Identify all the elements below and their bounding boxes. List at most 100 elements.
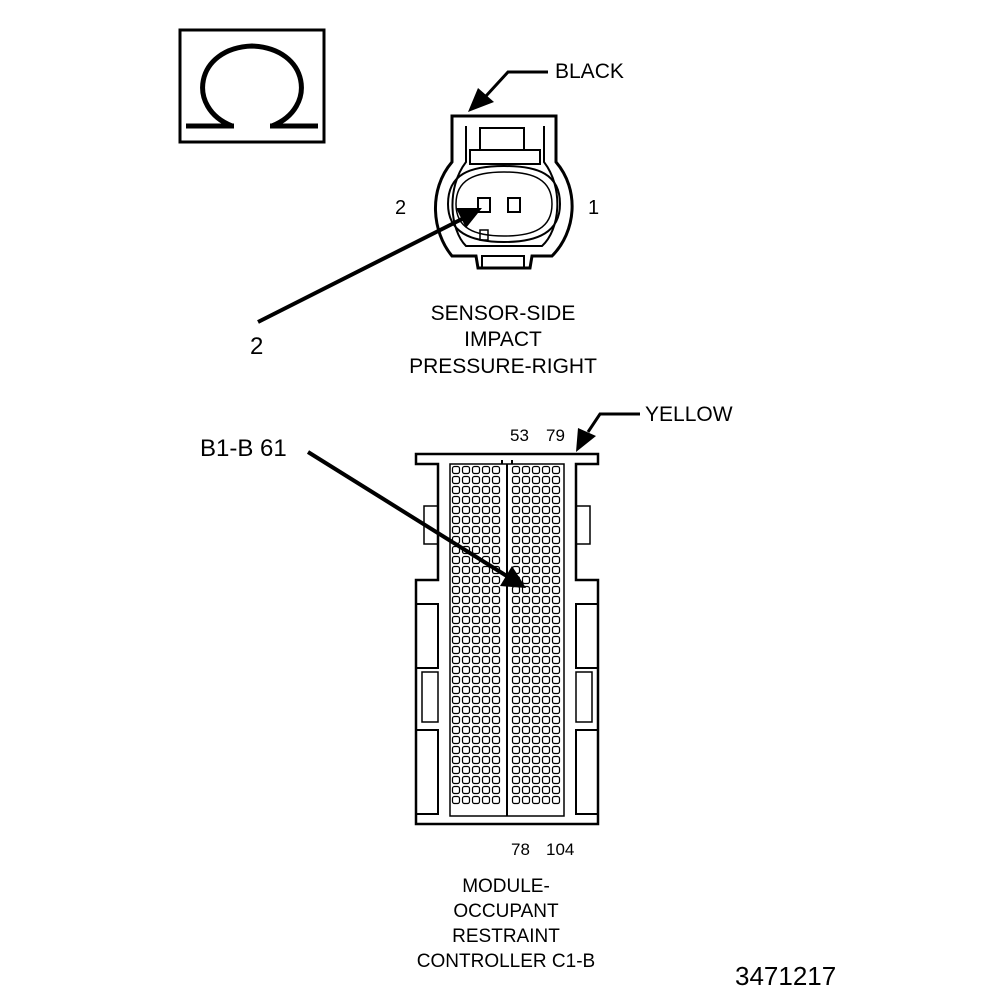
pin-cavity bbox=[491, 785, 501, 795]
pin-cavity bbox=[461, 495, 471, 505]
module-bottom-pin-104: 104 bbox=[546, 840, 574, 859]
pin-cavity bbox=[451, 525, 461, 535]
pin-cavity bbox=[541, 555, 551, 565]
pin-cavity bbox=[471, 615, 481, 625]
pin-cavity bbox=[491, 685, 501, 695]
pin-cavity bbox=[481, 725, 491, 735]
pin-cavity bbox=[551, 485, 561, 495]
pin-cavity bbox=[521, 555, 531, 565]
module-top-pin-79: 79 bbox=[546, 426, 565, 445]
pin-cavity bbox=[481, 635, 491, 645]
pin-cavity bbox=[551, 495, 561, 505]
pin-cavity bbox=[541, 465, 551, 475]
pin-cavity bbox=[461, 695, 471, 705]
pin-cavity bbox=[471, 745, 481, 755]
pin-cavity bbox=[481, 715, 491, 725]
pin-cavity bbox=[471, 795, 481, 805]
pin-cavity bbox=[531, 505, 541, 515]
pin-cavity bbox=[531, 705, 541, 715]
pin-cavity bbox=[551, 615, 561, 625]
pin-cavity bbox=[461, 735, 471, 745]
pin-cavity bbox=[451, 725, 461, 735]
pin-cavity bbox=[531, 555, 541, 565]
pin-cavity bbox=[451, 495, 461, 505]
pin-cavity bbox=[521, 465, 531, 475]
pin-cavity bbox=[511, 525, 521, 535]
pin-cavity bbox=[451, 695, 461, 705]
pin-cavity bbox=[461, 685, 471, 695]
pin-cavity bbox=[541, 475, 551, 485]
pin-cavity bbox=[471, 465, 481, 475]
pin-cavity bbox=[521, 665, 531, 675]
pin-cavity bbox=[461, 615, 471, 625]
pin-cavity bbox=[491, 665, 501, 675]
pin-cavity bbox=[541, 585, 551, 595]
pin-cavity bbox=[511, 715, 521, 725]
pin-cavity bbox=[481, 665, 491, 675]
pin-cavity bbox=[531, 595, 541, 605]
pin-cavity bbox=[471, 785, 481, 795]
pin-cavity bbox=[481, 695, 491, 705]
pin-cavity bbox=[471, 645, 481, 655]
pin-cavity bbox=[531, 545, 541, 555]
pin-cavity bbox=[551, 795, 561, 805]
pin-cavity bbox=[521, 735, 531, 745]
pin-cavity bbox=[541, 725, 551, 735]
pin-cavity bbox=[491, 465, 501, 475]
pin-cavity bbox=[511, 585, 521, 595]
pin-cavity bbox=[541, 565, 551, 575]
module-connector bbox=[414, 452, 600, 826]
pin-cavity bbox=[541, 705, 551, 715]
pin-cavity bbox=[461, 785, 471, 795]
pin-cavity bbox=[481, 685, 491, 695]
pin-cavity bbox=[481, 615, 491, 625]
pin-cavity bbox=[531, 795, 541, 805]
pin-cavity bbox=[551, 635, 561, 645]
sensor-pin-1 bbox=[507, 197, 521, 213]
pin-cavity bbox=[471, 475, 481, 485]
pin-cavity bbox=[481, 585, 491, 595]
pin-cavity bbox=[531, 775, 541, 785]
pin-cavity bbox=[471, 695, 481, 705]
pin-cavity bbox=[521, 545, 531, 555]
pin-cavity bbox=[541, 525, 551, 535]
pin-cavity bbox=[511, 725, 521, 735]
pin-cavity bbox=[531, 625, 541, 635]
pin-cavity bbox=[511, 495, 521, 505]
pin-cavity bbox=[461, 485, 471, 495]
figure-number: 3471217 bbox=[735, 961, 836, 991]
pin-cavity bbox=[511, 535, 521, 545]
pin-cavity bbox=[491, 755, 501, 765]
pin-cavity bbox=[511, 485, 521, 495]
pin-cavity bbox=[551, 555, 561, 565]
pin-cavity bbox=[531, 755, 541, 765]
pin-cavity bbox=[491, 585, 501, 595]
pin-cavity bbox=[461, 655, 471, 665]
pin-cavity bbox=[491, 575, 501, 585]
pin-cavity bbox=[471, 625, 481, 635]
pin-cavity bbox=[541, 765, 551, 775]
pin-cavity bbox=[481, 535, 491, 545]
pin-cavity bbox=[471, 535, 481, 545]
pin-cavity bbox=[451, 775, 461, 785]
pin-cavity bbox=[511, 675, 521, 685]
pin-cavity bbox=[491, 605, 501, 615]
sensor-connector bbox=[434, 114, 574, 270]
pin-cavity bbox=[461, 745, 471, 755]
pin-cavity bbox=[451, 685, 461, 695]
pin-cavity bbox=[461, 715, 471, 725]
pin-cavity bbox=[521, 525, 531, 535]
pin-cavity bbox=[521, 755, 531, 765]
pin-cavity bbox=[481, 705, 491, 715]
pin-cavity bbox=[541, 625, 551, 635]
pin-cavity bbox=[541, 535, 551, 545]
pin-cavity bbox=[511, 615, 521, 625]
pin-cavity bbox=[451, 485, 461, 495]
pin-cavity bbox=[531, 495, 541, 505]
pin-cavity bbox=[491, 635, 501, 645]
pin-cavity bbox=[481, 485, 491, 495]
pin-cavity bbox=[461, 595, 471, 605]
pin-cavity bbox=[521, 625, 531, 635]
sensor-pin-2 bbox=[477, 197, 491, 213]
pin-cavity bbox=[491, 535, 501, 545]
